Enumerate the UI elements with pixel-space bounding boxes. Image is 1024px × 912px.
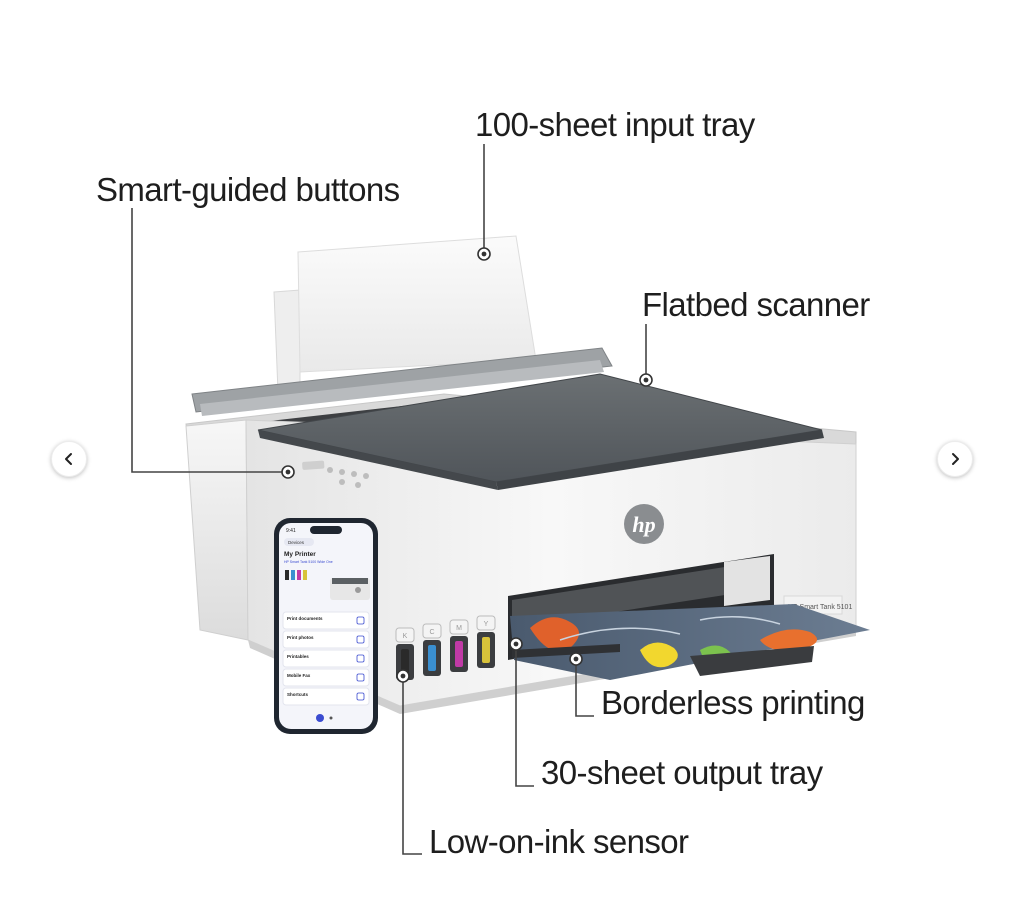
callout-markers (281, 247, 653, 683)
callout-scanner: Flatbed scanner (642, 286, 870, 323)
scanner-lid (257, 373, 824, 490)
ink-label: K (403, 633, 408, 640)
marker-borderless (569, 652, 583, 666)
marker-output-tray (509, 637, 523, 651)
menu-item-icon (356, 635, 365, 644)
phone-time: 9:41 (286, 528, 296, 534)
callout-borderless: Borderless printing (601, 684, 865, 721)
ink-label: Y (484, 621, 489, 628)
ink-cap (476, 615, 496, 631)
phone-menu-label: Print photos (287, 635, 314, 640)
phone-menu-item[interactable] (282, 630, 370, 649)
ink-label: M (456, 625, 462, 632)
phone-menu-label: Mobile Fax (287, 673, 311, 678)
ink-label: C (429, 629, 434, 636)
ink-window (401, 649, 409, 675)
phone-back: Devices (288, 540, 305, 545)
leader-output-tray (515, 644, 534, 787)
input-tray-paper (273, 235, 537, 393)
phone-menu-label: Print documents (287, 616, 323, 621)
marker-input-tray (477, 247, 491, 261)
callout-output-tray: 30-sheet output tray (541, 754, 823, 791)
phone-mockup: 9:41 Devices My Printer HP Smart Tank 51… (274, 518, 378, 734)
menu-item-icon (356, 654, 365, 663)
hp-logo: hp (624, 504, 664, 544)
menu-item-icon (356, 692, 365, 701)
model-label: HP Smart Tank 5101 (788, 604, 852, 611)
ink-cap (449, 619, 469, 635)
phone-menu-label: Printables (287, 654, 309, 659)
ink-window (455, 641, 463, 667)
marker-buttons (281, 465, 295, 479)
rear-tray (191, 347, 613, 416)
marker-scanner (639, 373, 653, 387)
control-buttons (302, 460, 369, 488)
phone-menu-item[interactable] (282, 611, 370, 630)
brand-text: hp (632, 512, 655, 537)
carousel-next-button[interactable] (937, 441, 973, 477)
leader-borderless (575, 660, 594, 717)
leader-ink-sensor (402, 676, 422, 855)
ink-window (482, 637, 490, 663)
leader-lines (131, 144, 647, 855)
phone-subtitle: HP Smart Tank 5100 Wide One (284, 560, 333, 564)
callout-ink-sensor: Low-on-ink sensor (429, 823, 689, 860)
phone-menu-label: Shortcuts (287, 692, 308, 697)
phone-menu-item[interactable] (282, 649, 370, 668)
phone-menu-item[interactable] (282, 687, 370, 706)
leader-buttons (131, 208, 288, 473)
ink-cap (395, 627, 415, 643)
callout-buttons: Smart-guided buttons (96, 171, 400, 208)
callout-input-tray: 100-sheet input tray (475, 106, 755, 143)
printed-output (510, 604, 870, 680)
menu-item-icon (356, 673, 365, 682)
ink-cap (422, 623, 442, 639)
phone-menu-item[interactable] (282, 668, 370, 687)
marker-ink-sensor (396, 669, 410, 683)
chevron-right-icon (952, 453, 959, 465)
ink-window (428, 645, 436, 671)
phone-title: My Printer (284, 551, 316, 558)
menu-item-icon (356, 616, 365, 625)
carousel-prev-button[interactable] (51, 441, 87, 477)
chevron-left-icon (65, 453, 72, 465)
